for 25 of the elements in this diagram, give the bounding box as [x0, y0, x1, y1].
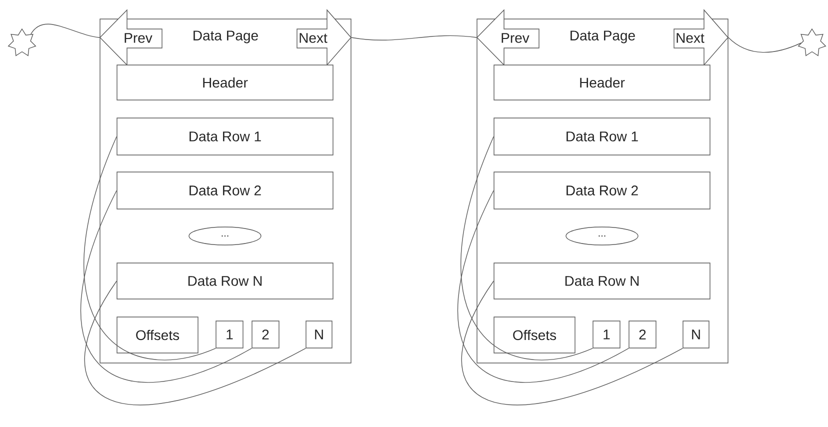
connector-line — [458, 190, 629, 382]
connector-line — [728, 37, 802, 53]
row-box: Data Row 2 — [494, 172, 710, 210]
ellipsis-oval: ... — [188, 226, 262, 246]
row-box: Offsets — [116, 316, 198, 354]
row-box: Data Row 1 — [494, 118, 710, 156]
row-box: Data Row 2 — [116, 172, 334, 210]
offset-box: 1 — [216, 320, 244, 348]
connector-line — [460, 136, 593, 360]
row-box: Data Row 1 — [116, 118, 334, 156]
connector-line — [351, 35, 477, 40]
connector-line — [80, 190, 252, 382]
ellipsis-oval: ... — [566, 226, 638, 246]
offset-box: N — [682, 320, 710, 348]
row-box: Data Row N — [116, 262, 334, 300]
row-box: Header — [116, 64, 334, 100]
offset-box: 2 — [252, 320, 280, 348]
offset-box: 1 — [592, 320, 620, 348]
offset-box: N — [306, 320, 332, 348]
connector-line — [30, 24, 100, 38]
row-box: Header — [494, 64, 710, 100]
offset-box: 2 — [628, 320, 656, 348]
connector-line — [84, 136, 216, 360]
row-box: Offsets — [494, 316, 576, 354]
row-box: Data Row N — [494, 262, 710, 300]
